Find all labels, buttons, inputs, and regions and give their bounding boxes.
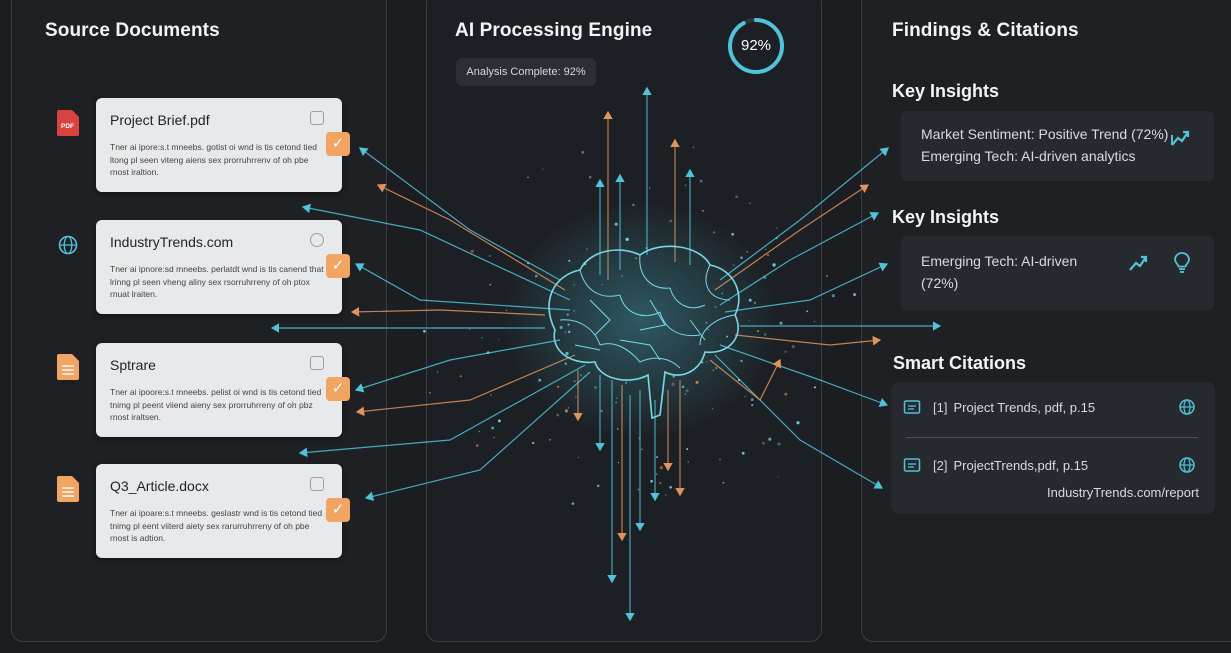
insight-line: Emerging Tech: AI-driven: [921, 253, 1078, 269]
analysis-status-badge: Analysis Complete: 92%: [456, 58, 596, 86]
document-title: Q3_Article.docx: [110, 478, 209, 494]
insight-line: (72%): [921, 275, 959, 291]
source-documents-title: Source Documents: [45, 20, 220, 41]
document-status-icon: [310, 477, 324, 491]
globe-icon[interactable]: [1178, 398, 1196, 416]
document-icon: [57, 354, 79, 380]
insight-card[interactable]: Market Sentiment: Positive Trend (72%) E…: [901, 111, 1214, 181]
document-card[interactable]: Sptrare Tner ai ipoore:s.t mneebs. pelis…: [96, 343, 342, 437]
citation-item[interactable]: [2] ProjectTrends,pdf, p.15: [933, 458, 1088, 473]
document-icon: [903, 458, 921, 472]
document-description: Tner ai ipoare:s.t mneebs. geslastr wnd …: [110, 508, 323, 543]
trend-chart-icon[interactable]: [1169, 127, 1191, 149]
document-description: Tner ai ipnore:sd mneebs. perlatdt wnd i…: [110, 264, 324, 299]
citation-number: [2]: [933, 458, 948, 473]
globe-icon: [58, 235, 78, 255]
insight-line: Emerging Tech: AI-driven analytics: [921, 148, 1136, 164]
progress-value: 92%: [740, 37, 772, 54]
processing-engine-panel: [426, 0, 822, 642]
particle-dot: [826, 274, 829, 277]
document-title: Sptrare: [110, 357, 156, 373]
svg-text:PDF: PDF: [61, 123, 74, 130]
insight-card[interactable]: Emerging Tech: AI-driven (72%): [901, 236, 1214, 310]
trend-chart-icon[interactable]: [1127, 252, 1149, 274]
citation-text: Project Trends, pdf, p.15: [953, 400, 1096, 415]
check-icon[interactable]: ✓: [326, 254, 350, 278]
document-icon: [903, 400, 921, 414]
lightbulb-icon[interactable]: [1171, 251, 1193, 273]
document-card[interactable]: Q3_Article.docx Tner ai ipoare:s.t mneeb…: [96, 464, 342, 558]
document-description: Tner ai ipore:s.t mneebs. gotist oi wnd …: [110, 142, 317, 177]
citation-text: ProjectTrends,pdf, p.15: [953, 458, 1089, 473]
divider: [906, 437, 1198, 438]
key-insights-title: Key Insights: [892, 81, 1000, 101]
check-icon[interactable]: ✓: [326, 498, 350, 522]
particle-dot: [853, 293, 857, 297]
processing-engine-title: AI Processing Engine: [455, 20, 653, 41]
insight-line: Market Sentiment: Positive Trend (72%): [921, 126, 1169, 142]
citation-number: [1]: [933, 400, 948, 415]
globe-icon[interactable]: [1178, 456, 1196, 474]
document-description: Tner ai ipoore:s.t mneebs. pelist oi wnd…: [110, 387, 322, 422]
citation-source-link[interactable]: IndustryTrends.com/report: [1047, 485, 1199, 500]
pdf-icon: PDF: [57, 110, 79, 136]
key-insights-title: Key Insights: [892, 207, 1000, 227]
document-card[interactable]: Project Brief.pdf Tner ai ipore:s.t mnee…: [96, 98, 342, 192]
citation-item[interactable]: [1] Project Trends, pdf, p.15: [933, 400, 1095, 415]
document-status-icon: [310, 111, 324, 125]
particle-dot: [831, 294, 835, 298]
citations-card: [1] Project Trends, pdf, p.15 [2] ProjectT…: [891, 382, 1215, 514]
document-title: IndustryTrends.com: [110, 234, 234, 250]
smart-citations-title: Smart Citations: [893, 353, 1027, 373]
findings-panel: [861, 0, 1231, 642]
findings-title: Findings & Citations: [892, 20, 1079, 41]
check-icon[interactable]: ✓: [326, 132, 350, 156]
document-card[interactable]: IndustryTrends.com Tner ai ipnore:sd mne…: [96, 220, 342, 314]
document-status-icon: [310, 356, 324, 370]
document-status-icon: [310, 233, 324, 247]
document-title: Project Brief.pdf: [110, 112, 210, 128]
document-icon: [57, 476, 79, 502]
check-icon[interactable]: ✓: [326, 377, 350, 401]
progress-ring: [728, 18, 784, 74]
